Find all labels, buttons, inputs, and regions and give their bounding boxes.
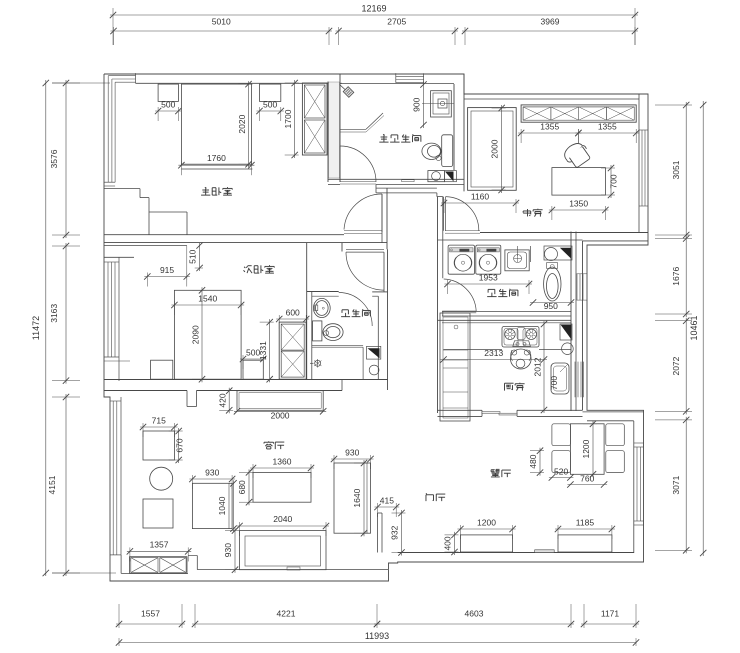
- svg-text:1953: 1953: [479, 273, 498, 283]
- svg-text:11993: 11993: [365, 631, 389, 641]
- svg-text:11472: 11472: [31, 316, 41, 340]
- svg-text:3969: 3969: [541, 17, 560, 27]
- svg-text:930: 930: [223, 543, 233, 557]
- svg-text:500: 500: [246, 348, 260, 358]
- svg-text:2020: 2020: [237, 114, 247, 133]
- svg-text:1355: 1355: [598, 122, 617, 132]
- svg-text:4603: 4603: [465, 609, 484, 619]
- svg-text:1040: 1040: [217, 496, 227, 515]
- svg-text:1540: 1540: [198, 294, 217, 304]
- svg-text:520: 520: [554, 467, 568, 477]
- svg-text:760: 760: [580, 474, 594, 484]
- svg-text:2313: 2313: [484, 348, 503, 358]
- svg-text:932: 932: [390, 525, 400, 539]
- svg-text:930: 930: [345, 448, 359, 458]
- svg-text:4151: 4151: [47, 475, 57, 494]
- svg-text:415: 415: [380, 496, 394, 506]
- svg-text:1357: 1357: [150, 540, 169, 550]
- svg-text:3051: 3051: [671, 160, 681, 179]
- svg-text:12169: 12169: [361, 4, 386, 14]
- svg-text:2040: 2040: [273, 514, 292, 524]
- svg-text:500: 500: [161, 100, 175, 110]
- svg-text:700: 700: [549, 376, 559, 390]
- svg-text:930: 930: [205, 468, 219, 478]
- svg-text:1331: 1331: [258, 341, 268, 360]
- svg-text:1360: 1360: [273, 457, 292, 467]
- svg-text:400: 400: [443, 536, 453, 550]
- svg-text:2000: 2000: [490, 139, 500, 158]
- svg-text:680: 680: [237, 480, 247, 494]
- svg-text:2072: 2072: [671, 356, 681, 375]
- svg-text:1676: 1676: [671, 267, 681, 286]
- svg-text:2705: 2705: [387, 17, 406, 27]
- svg-text:1185: 1185: [576, 518, 595, 528]
- svg-text:1171: 1171: [601, 609, 620, 619]
- svg-text:600: 600: [286, 308, 300, 318]
- svg-text:1200: 1200: [581, 439, 591, 458]
- svg-text:2000: 2000: [271, 411, 290, 421]
- svg-text:500: 500: [263, 100, 277, 110]
- svg-text:1557: 1557: [141, 609, 160, 619]
- svg-text:4221: 4221: [277, 609, 296, 619]
- svg-text:420: 420: [218, 393, 228, 407]
- svg-text:5010: 5010: [212, 17, 231, 27]
- svg-text:1200: 1200: [477, 518, 496, 528]
- svg-text:3163: 3163: [49, 304, 59, 323]
- svg-text:10461: 10461: [689, 315, 699, 340]
- svg-text:715: 715: [152, 416, 166, 426]
- svg-text:3071: 3071: [671, 475, 681, 494]
- svg-text:700: 700: [609, 174, 619, 188]
- svg-text:2090: 2090: [191, 325, 201, 344]
- svg-text:1640: 1640: [352, 488, 362, 507]
- svg-text:1350: 1350: [569, 199, 588, 209]
- svg-text:1160: 1160: [471, 192, 490, 202]
- svg-text:950: 950: [544, 301, 558, 311]
- svg-text:670: 670: [175, 438, 185, 452]
- svg-text:1355: 1355: [540, 122, 559, 132]
- svg-text:1760: 1760: [207, 153, 226, 163]
- svg-text:1700: 1700: [283, 109, 293, 128]
- svg-text:3576: 3576: [49, 149, 59, 168]
- svg-text:900: 900: [412, 97, 422, 111]
- svg-text:510: 510: [188, 249, 198, 263]
- svg-text:2012: 2012: [533, 357, 543, 376]
- svg-text:915: 915: [160, 265, 174, 275]
- svg-text:480: 480: [528, 454, 538, 468]
